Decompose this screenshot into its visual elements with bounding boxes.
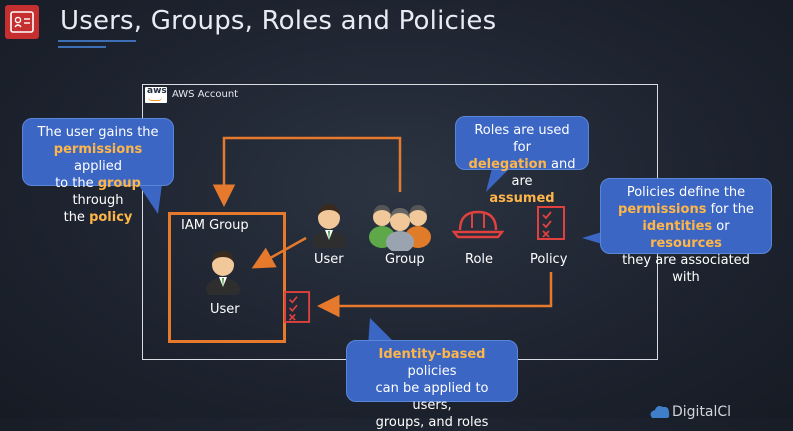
user-label: User xyxy=(314,252,344,267)
callout-policies: Policies define the permissions for the … xyxy=(600,178,772,285)
account-label: AWS Account xyxy=(172,89,239,100)
connector-arrows xyxy=(212,136,553,318)
callout-roles: Roles are used for delegation and are as… xyxy=(455,116,589,206)
iam-group-label: IAM Group xyxy=(181,218,249,233)
security-badge-icon xyxy=(5,5,39,39)
aws-logo-text: aws xyxy=(147,86,167,96)
group-label: Group xyxy=(385,252,425,267)
callout-text: and are xyxy=(511,157,576,189)
callout-text: the xyxy=(63,210,90,225)
callout-text: applied xyxy=(74,159,122,174)
callout-text: to the xyxy=(55,176,98,191)
highlight-permissions: permissions xyxy=(618,202,707,217)
title-underline-short xyxy=(58,46,106,48)
highlight-resources: resources xyxy=(650,236,722,251)
callout-identity-based: Identity-based policies can be applied t… xyxy=(346,340,518,430)
policy-label: Policy xyxy=(530,252,568,267)
user-icon xyxy=(312,204,346,248)
callout-text: Roles are used for xyxy=(474,123,570,155)
highlight-delegation: delegation xyxy=(468,157,547,172)
role-hardhat-icon xyxy=(452,210,504,239)
page-title: Users, Groups, Roles and Policies xyxy=(60,6,497,36)
highlight-policy: policy xyxy=(89,210,133,225)
callout-text: for the xyxy=(706,202,754,217)
callout-text: policies xyxy=(407,364,457,379)
highlight-identities: identities xyxy=(642,219,713,234)
group-icon xyxy=(369,205,431,251)
iam-user-label: User xyxy=(210,302,240,317)
highlight-group: group xyxy=(97,176,141,191)
callout-text: The user gains the xyxy=(37,125,159,140)
aws-logo-icon: aws xyxy=(145,86,167,103)
highlight-permissions: permissions xyxy=(53,142,143,157)
callout-user-gains: The user gains the permissions applied t… xyxy=(22,118,174,225)
role-label: Role xyxy=(465,252,494,267)
cloud-logo-icon xyxy=(650,406,670,418)
brand-watermark: DigitalCl xyxy=(672,404,732,420)
callout-text: through xyxy=(72,193,124,208)
callout-text: Policies define the xyxy=(626,185,746,200)
highlight-identity-based: Identity-based xyxy=(378,347,486,362)
title-underline xyxy=(58,40,136,42)
callout-text: or xyxy=(712,219,730,234)
iam-group-box xyxy=(168,212,286,343)
callout-tails xyxy=(138,168,602,346)
callout-text: they are associated with xyxy=(622,253,750,285)
highlight-assumed: assumed xyxy=(489,191,555,206)
iam-user-icon xyxy=(206,251,240,295)
callout-text: groups, and roles xyxy=(375,415,489,430)
callout-text: can be applied to users, xyxy=(375,381,489,413)
identity-policy-icon xyxy=(283,291,311,323)
policy-checklist-icon xyxy=(537,206,565,240)
